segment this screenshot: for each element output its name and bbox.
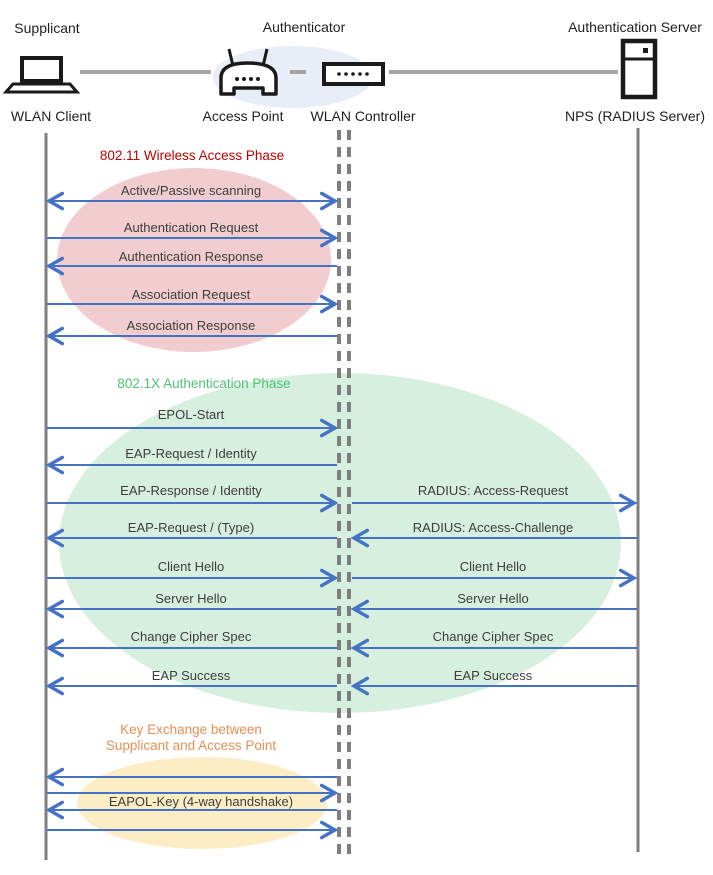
message-label: EAP-Request / Identity: [125, 446, 257, 461]
access-point-icon: [219, 48, 278, 96]
role-label-authentication-server: Authentication Server: [568, 19, 702, 35]
phase2-title: 802.1X Authentication Phase: [117, 376, 291, 391]
message-label: Authentication Response: [118, 249, 264, 264]
phase1-ellipse: [57, 168, 331, 352]
phase3-title: Key Exchange between Supplicant and Acce…: [106, 722, 276, 754]
role-label-authenticator: Authenticator: [262, 19, 346, 35]
server-icon: [620, 38, 658, 100]
message-label: EAPOL-Key (4-way handshake): [108, 794, 294, 809]
message-label: Server Hello: [457, 591, 529, 606]
client-controller-arrows: [45, 191, 339, 840]
phase3-title-line1: Key Exchange between: [120, 722, 262, 737]
message-label: RADIUS: Access-Challenge: [412, 520, 574, 535]
message-label: Client Hello: [459, 559, 527, 574]
phase3-title-line2: Supplicant and Access Point: [105, 738, 277, 753]
device-label-nps-radius: NPS (RADIUS Server): [564, 108, 706, 124]
phase1-title: 802.11 Wireless Access Phase: [99, 148, 285, 163]
message-label: RADIUS: Access-Request: [417, 483, 569, 498]
message-label: Active/Passive scanning: [120, 183, 262, 198]
laptop-icon: [2, 56, 81, 94]
message-label: EAP-Request / (Type): [127, 520, 255, 535]
message-label: Change Cipher Spec: [130, 629, 252, 644]
message-label: EAP Success: [151, 668, 231, 683]
device-label-wlan-client: WLAN Client: [10, 108, 92, 124]
message-label: Server Hello: [155, 591, 227, 606]
role-label-supplicant: Supplicant: [14, 20, 80, 36]
controller-server-arrows: [350, 493, 638, 696]
wlan-controller-icon: [322, 62, 385, 86]
message-label: EAP Success: [453, 668, 533, 683]
message-label: Change Cipher Spec: [432, 629, 554, 644]
message-label: EAP-Response / Identity: [120, 483, 262, 498]
phase3-ellipse: [77, 757, 327, 849]
message-label: Authentication Request: [123, 220, 259, 235]
message-label: Association Request: [131, 287, 251, 302]
device-label-wlan-controller: WLAN Controller: [310, 108, 416, 124]
message-label: EPOL-Start: [157, 407, 225, 422]
device-label-access-point: Access Point: [202, 108, 284, 124]
message-label: Association Response: [126, 318, 256, 333]
message-label: Client Hello: [157, 559, 225, 574]
